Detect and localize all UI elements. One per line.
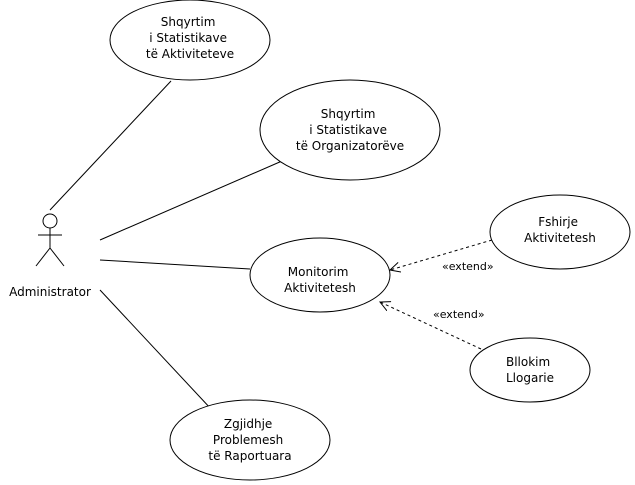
use-case-uc1-line-2: i Statistikave [149, 31, 227, 45]
use-case-uc4[interactable]: Fshirje Aktivitetesh [489, 194, 631, 270]
extend-label-uc5: «extend» [433, 308, 485, 321]
use-case-uc6-line-2: Problemesh [213, 433, 283, 447]
use-case-uc3-line-1: Monitorim [288, 265, 349, 279]
association-line-uc1 [49, 80, 172, 211]
svg-text:Monitorim Aktivitetesh: Monitorim Aktivitetesh [284, 265, 356, 295]
svg-text:Fshirje Aktivitetesh: Fshirje Aktivitetesh [524, 215, 596, 245]
association-line-uc6 [99, 289, 213, 411]
svg-text:Shqyrtim i Statistikave: Shqyrtim i Statistikave të Organizatorëv… [296, 107, 404, 153]
svg-text:Bllokim Llogarie: Bllokim Llogarie [506, 355, 554, 385]
use-case-uc5-line-2: Llogarie [506, 371, 554, 385]
use-case-uc6-line-1: Zgjidhje [224, 417, 272, 431]
use-case-uc2-line-3: të Organizatorëve [296, 139, 404, 153]
use-case-uc5-line-1: Bllokim [506, 355, 550, 369]
use-case-uc5[interactable]: Bllokim Llogarie [469, 337, 591, 403]
use-case-uc3[interactable]: Monitorim Aktivitetesh [249, 237, 391, 313]
use-case-uc1[interactable]: Shqyrtim i Statistikave të Aktiviteteve [109, 0, 271, 81]
use-case-uc6[interactable]: Zgjidhje Problemesh të Raportuara [169, 399, 331, 481]
association-line-uc3 [99, 259, 251, 270]
extend-arrow-uc5 [380, 302, 482, 350]
use-case-uc4-line-1: Fshirje [538, 215, 578, 229]
extend-label-uc4: «extend» [442, 260, 494, 273]
use-case-uc1-line-3: të Aktiviteteve [146, 47, 234, 61]
use-case-uc6-line-3: të Raportuara [208, 449, 291, 463]
stick-figure-actor-icon[interactable] [35, 213, 65, 267]
svg-text:Shqyrtim i Statistikave: Shqyrtim i Statistikave të Aktiviteteve [146, 15, 234, 61]
use-case-uc1-line-1: Shqyrtim [161, 15, 216, 29]
actor-label: Administrator [9, 285, 91, 299]
svg-text:Zgjidhje Problemesh: Zgjidhje Problemesh të Raportuara [208, 417, 291, 463]
use-case-uc2-line-2: i Statistikave [309, 123, 387, 137]
use-case-uc3-line-2: Aktivitetesh [284, 281, 356, 295]
use-case-uc2-line-1: Shqyrtim [321, 107, 376, 121]
association-line-uc2 [99, 160, 283, 241]
use-case-uc4-line-2: Aktivitetesh [524, 231, 596, 245]
use-case-uc2[interactable]: Shqyrtim i Statistikave të Organizatorëv… [259, 79, 441, 181]
